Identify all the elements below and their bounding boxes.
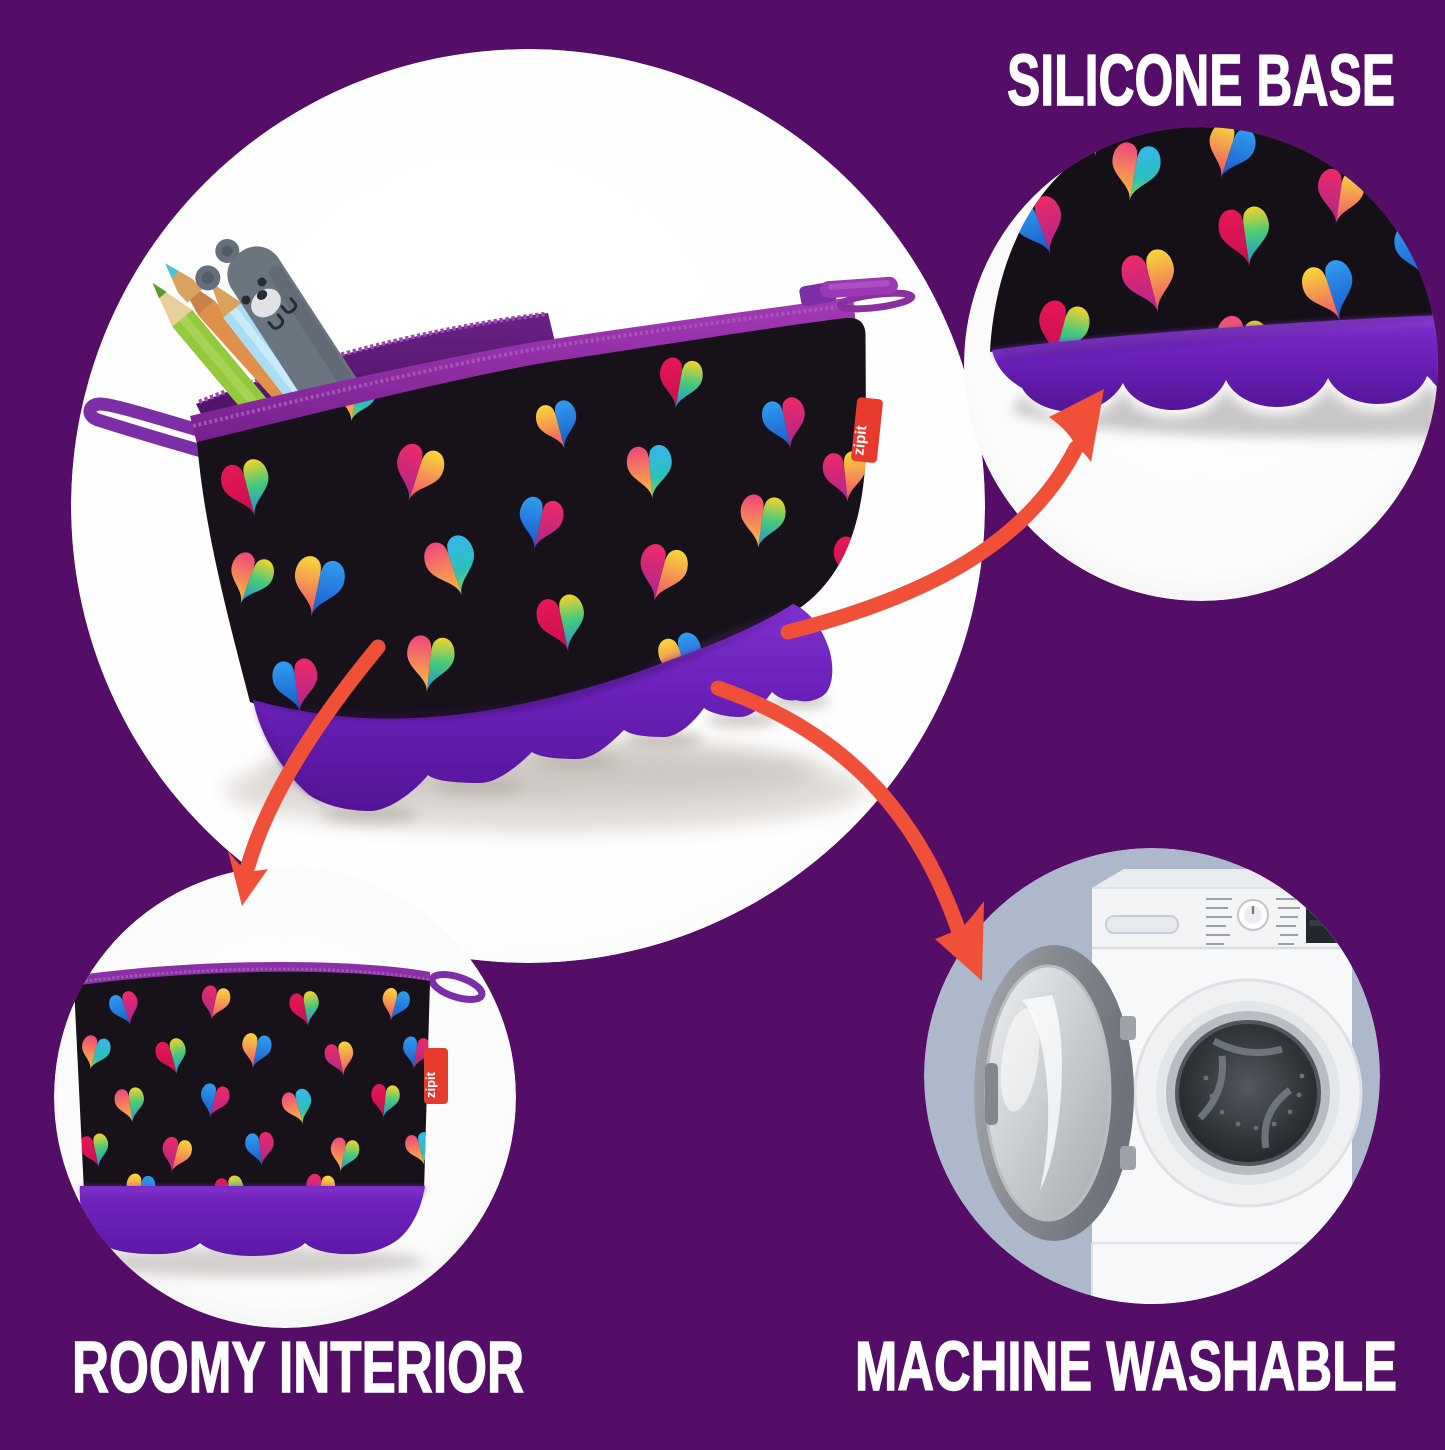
- svg-text:zipit: zipit: [850, 425, 870, 457]
- svg-text:ROOMY INTERIOR: ROOMY INTERIOR: [72, 1328, 524, 1408]
- svg-text:SILICONE BASE: SILICONE BASE: [1007, 41, 1395, 121]
- svg-text:MACHINE WASHABLE: MACHINE WASHABLE: [855, 1327, 1397, 1405]
- svg-text:zipit: zipit: [423, 1071, 438, 1098]
